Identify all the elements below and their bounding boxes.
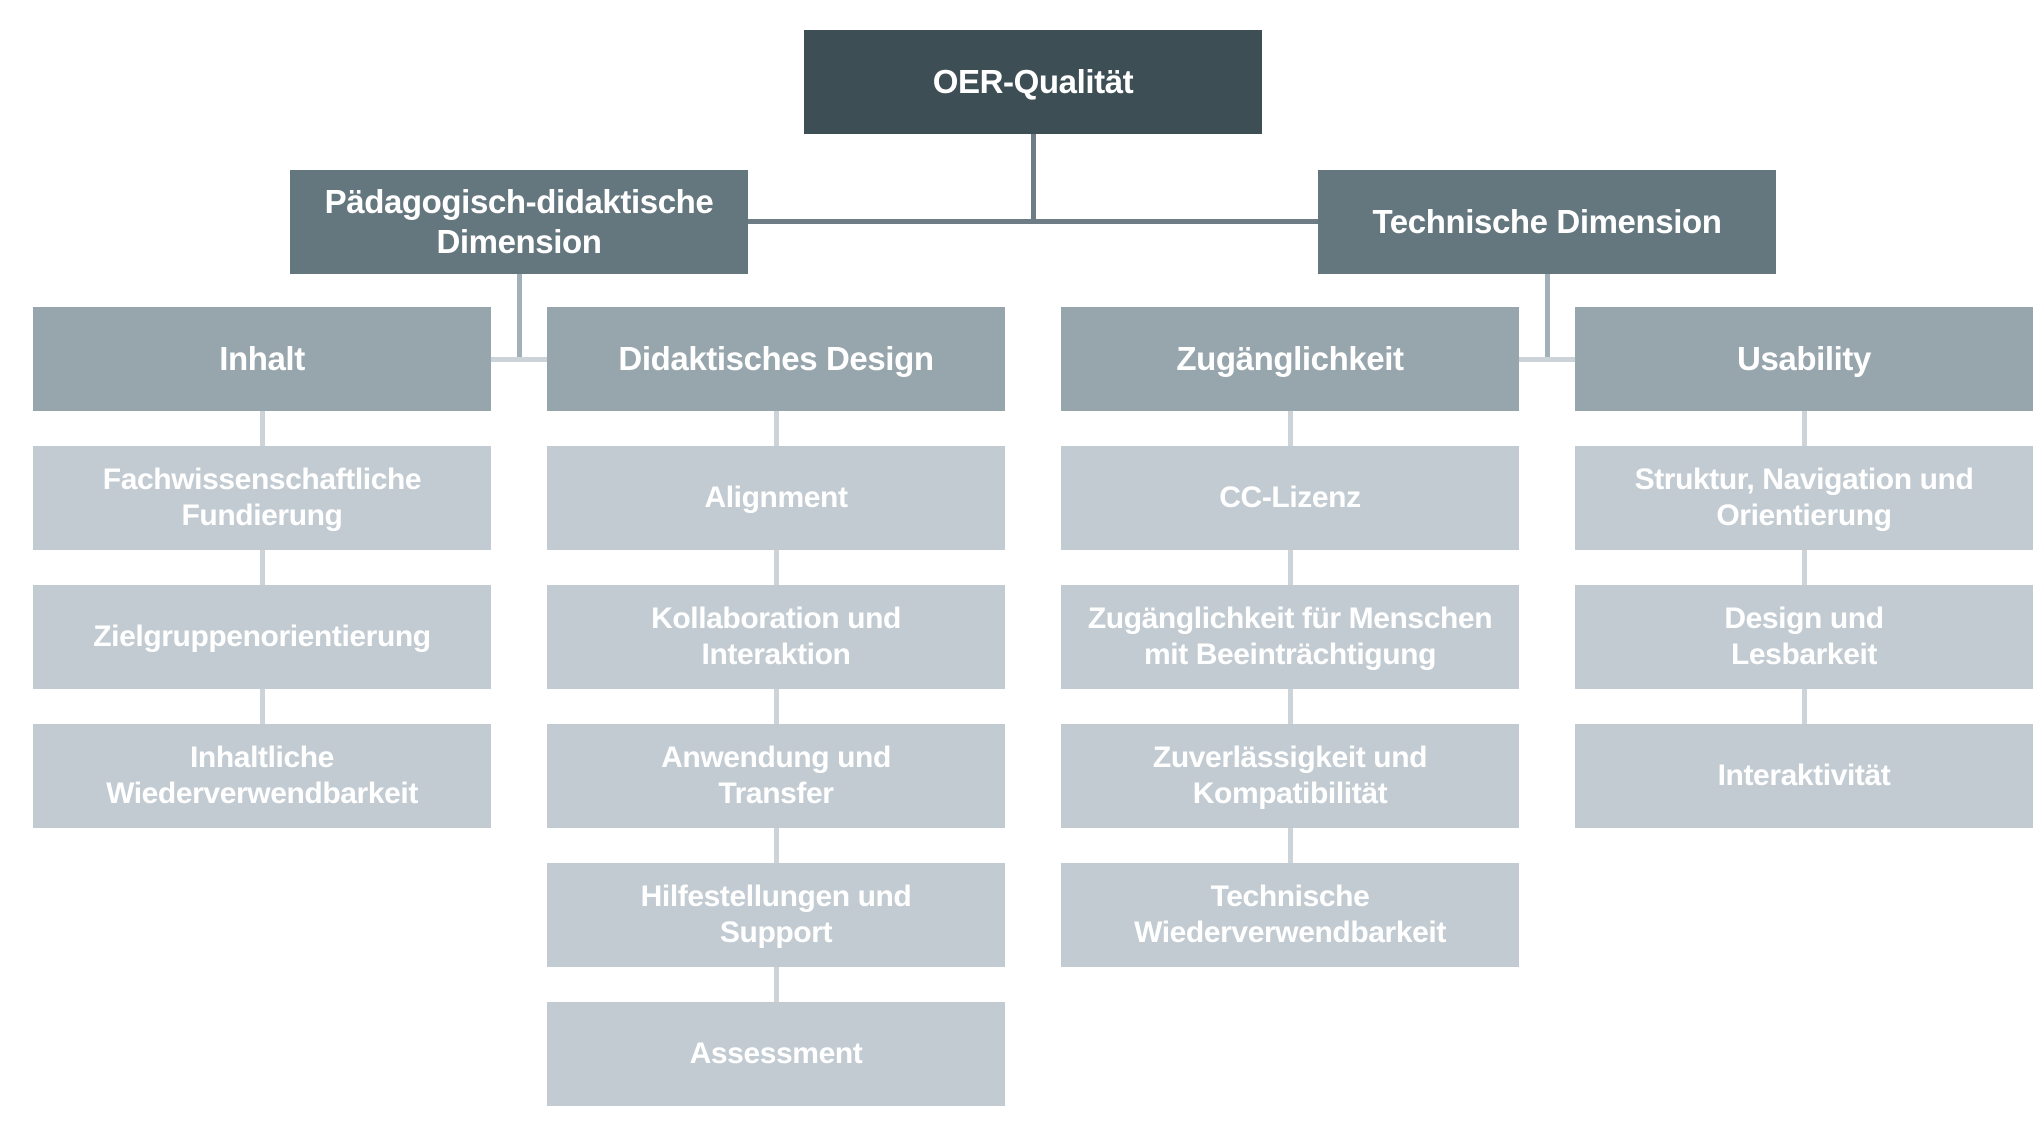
connector-col2-gap3 [774,689,779,724]
leaf-assessment: Assessment [547,1002,1005,1106]
connector-col1-gap3 [260,689,265,724]
connector-root-drop [1031,134,1036,224]
leaf-interaktivitaet: Interaktivität [1575,724,2033,828]
dimension-box-technisch: Technische Dimension [1318,170,1776,274]
connector-dimensions-horizontal [748,219,1318,224]
connector-col1-gap1 [260,411,265,446]
leaf-cc-lizenz: CC-Lizenz [1061,446,1519,550]
connector-col3-gap4 [1288,828,1293,863]
connector-paedagogisch-drop [517,274,522,362]
leaf-zuverlaessigkeit-und-kompatibilitaet: Zuverlässigkeit und Kompatibilität [1061,724,1519,828]
category-header-zugaenglichkeit: Zugänglichkeit [1061,307,1519,411]
leaf-zielgruppenorientierung: Zielgruppenorientierung [33,585,491,689]
connector-col3-gap1 [1288,411,1293,446]
category-header-didaktisches-design: Didaktisches Design [547,307,1005,411]
leaf-anwendung-und-transfer: Anwendung und Transfer [547,724,1005,828]
connector-col4-gap1 [1802,411,1807,446]
root-box-oer-qualitaet: OER-Qualität [804,30,1262,134]
connector-zugaenglich-usability [1519,357,1575,362]
connector-col2-gap2 [774,550,779,585]
leaf-kollaboration-und-interaktion: Kollaboration und Interaktion [547,585,1005,689]
connector-col4-gap2 [1802,550,1807,585]
leaf-zugaenglichkeit-fuer-menschen: Zugänglichkeit für Menschen mit Beeinträ… [1061,585,1519,689]
connector-col2-gap1 [774,411,779,446]
leaf-design-und-lesbarkeit: Design und Lesbarkeit [1575,585,2033,689]
connector-col2-gap4 [774,828,779,863]
connector-col1-gap2 [260,550,265,585]
connector-col2-gap5 [774,967,779,1002]
leaf-alignment: Alignment [547,446,1005,550]
connector-col3-gap2 [1288,550,1293,585]
leaf-inhaltliche-wiederverwendbarkeit: Inhaltliche Wiederverwendbarkeit [33,724,491,828]
category-header-inhalt: Inhalt [33,307,491,411]
connector-inhalt-didaktisch [491,357,547,362]
leaf-hilfestellungen-und-support: Hilfestellungen und Support [547,863,1005,967]
connector-technisch-drop [1545,274,1550,362]
leaf-technische-wiederverwendbarkeit: Technische Wiederverwendbarkeit [1061,863,1519,967]
dimension-box-paedagogisch-didaktisch: Pädagogisch-didaktische Dimension [290,170,748,274]
connector-col4-gap3 [1802,689,1807,724]
connector-col3-gap3 [1288,689,1293,724]
leaf-struktur-navigation-orientierung: Struktur, Navigation und Orientierung [1575,446,2033,550]
category-header-usability: Usability [1575,307,2033,411]
leaf-fachwissenschaftliche-fundierung: Fachwissenschaftliche Fundierung [33,446,491,550]
